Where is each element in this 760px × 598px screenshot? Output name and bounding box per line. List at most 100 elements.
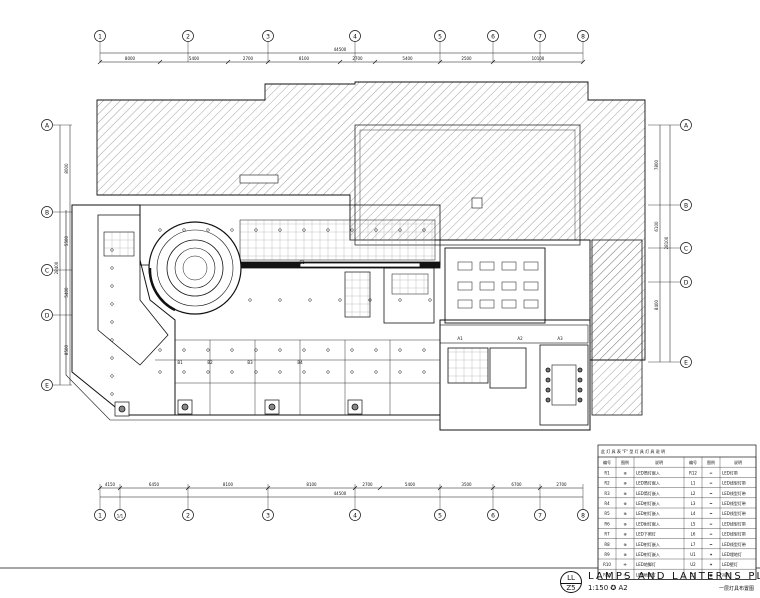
- downlight-symbol: [308, 298, 312, 302]
- dim-top-segment: 5400: [402, 56, 413, 61]
- grid-bubble-left: [41, 119, 53, 131]
- legend-cell: R1: [604, 470, 610, 475]
- room-label: B3: [247, 360, 253, 365]
- dim-bottom-segment: 6700: [511, 482, 522, 487]
- drawing-title: LAMPS AND LANTERNS PLAN: [588, 571, 760, 582]
- grid-label-bottom: 1/1: [117, 514, 124, 519]
- downlight-symbol: [110, 374, 114, 378]
- dim-tick: [437, 485, 443, 491]
- legend-cell: ⊕: [623, 511, 626, 516]
- legend-cell: ⊕: [623, 470, 626, 475]
- dim-bottom-segment: 5400: [405, 482, 416, 487]
- dim-tick: [185, 485, 191, 491]
- grid-bubble-top: [262, 30, 274, 42]
- grid-bubble-top: [94, 30, 106, 42]
- stair-core: [383, 267, 435, 324]
- downlight-symbol: [350, 228, 354, 232]
- legend-cell: ━: [709, 511, 713, 516]
- grid-label-bottom: 8: [581, 513, 585, 520]
- downlight-symbol: [278, 298, 282, 302]
- grid-label-bottom: 7: [538, 513, 542, 520]
- legend-cell: LED线型灯带: [722, 500, 746, 506]
- grid-label-top: 4: [353, 34, 357, 41]
- legend-header: 说明: [734, 459, 742, 465]
- dim-tick: [97, 59, 103, 65]
- legend-cell: ━: [709, 491, 713, 496]
- legend-cell: LED射灯嵌入: [636, 500, 660, 506]
- dim-tick: [117, 485, 123, 491]
- downlight-symbol: [110, 338, 114, 342]
- downlight-symbol: [230, 370, 234, 374]
- drawing-title-block: LL Z5 LAMPS AND LANTERNS PLAN 1:150 ✪ A2…: [560, 571, 760, 595]
- grid-label-top: 6: [491, 34, 495, 41]
- round-feature-core: [182, 255, 208, 281]
- grid-bubble-top: [349, 30, 361, 42]
- downlight-symbol: [158, 228, 162, 232]
- grid-bubble-bottom: [577, 509, 589, 521]
- legend-cell: LED地脚灯: [636, 571, 656, 577]
- grid-bubble-bottom: [94, 509, 106, 521]
- downlight-symbol: [254, 370, 258, 374]
- legend-cell: 吊灯: [722, 571, 730, 577]
- main-floor-outline: [71, 204, 591, 431]
- downlight-symbol: [398, 298, 402, 302]
- downlight-symbol: [398, 370, 402, 374]
- grid-bubble-top: [577, 30, 589, 42]
- grid-bubble-bottom: [534, 509, 546, 521]
- legend-cell: LED埋地灯: [722, 551, 742, 557]
- downlight-symbol: [326, 348, 330, 352]
- room-label: A3: [557, 336, 563, 341]
- downlight-symbol: [302, 370, 306, 374]
- grid-bubble-top: [487, 30, 499, 42]
- dim-tick: [490, 485, 496, 491]
- downlight-symbol: [110, 320, 114, 324]
- dim-left-segment: 5400: [64, 287, 69, 298]
- legend-cell: LED下照灯: [636, 531, 656, 537]
- downlight-symbol: [158, 348, 162, 352]
- hatched-side-zone: [591, 239, 643, 416]
- dim-bottom-segment: 6450: [149, 482, 160, 487]
- downlight-symbol: [350, 348, 354, 352]
- downlight-symbol: [110, 392, 114, 396]
- dim-right-segment: 8400: [654, 299, 659, 310]
- downlight-symbol: [374, 228, 378, 232]
- legend-cell: R11: [603, 572, 611, 577]
- legend-header: 编号: [689, 459, 697, 465]
- bottom-fixtures: [114, 399, 363, 417]
- legend-cell: L2: [691, 491, 696, 496]
- downlight-symbol: [302, 348, 306, 352]
- grid-bubble-bottom: [434, 509, 446, 521]
- grid-bubble-top: [182, 30, 194, 42]
- grid-label-bottom: 6: [491, 513, 495, 520]
- grid-label-right: C: [684, 246, 688, 253]
- legend-cell: R6: [604, 521, 610, 526]
- legend-cell: R4: [604, 501, 610, 506]
- downlight-symbol: [428, 298, 432, 302]
- dim-right-total: 28100: [664, 236, 669, 249]
- legend-header: 编号: [603, 459, 611, 465]
- dim-tick: [490, 59, 496, 65]
- grid-bubble-bottom: [349, 509, 361, 521]
- legend-cell: ⊕: [623, 532, 626, 537]
- upper-roof-inner-2: [359, 129, 576, 241]
- legend-cell: R10: [603, 562, 611, 567]
- legend-cell: L4: [691, 511, 696, 516]
- stair-core-inner: [391, 273, 429, 295]
- legend-cell: ⊕: [623, 542, 626, 547]
- legend-cell: LED线型灯带: [722, 531, 746, 537]
- legend-cell: ━: [709, 501, 713, 506]
- legend-cell: LED线型灯带: [722, 541, 746, 547]
- legend-cell: ━: [709, 470, 713, 475]
- grid-bubble-bottom: [487, 509, 499, 521]
- downlight-symbol: [206, 228, 210, 232]
- downlight-symbol: [398, 348, 402, 352]
- hall-ceiling-grid: [239, 219, 436, 261]
- dim-top-total: 44500: [334, 47, 347, 52]
- downlight-symbol: [110, 266, 114, 270]
- dim-tick: [437, 59, 443, 65]
- dim-tick: [225, 59, 231, 65]
- upper-roof-inner: [354, 124, 581, 246]
- meeting-chairs: [545, 367, 583, 403]
- grid-bubble-left: [41, 264, 53, 276]
